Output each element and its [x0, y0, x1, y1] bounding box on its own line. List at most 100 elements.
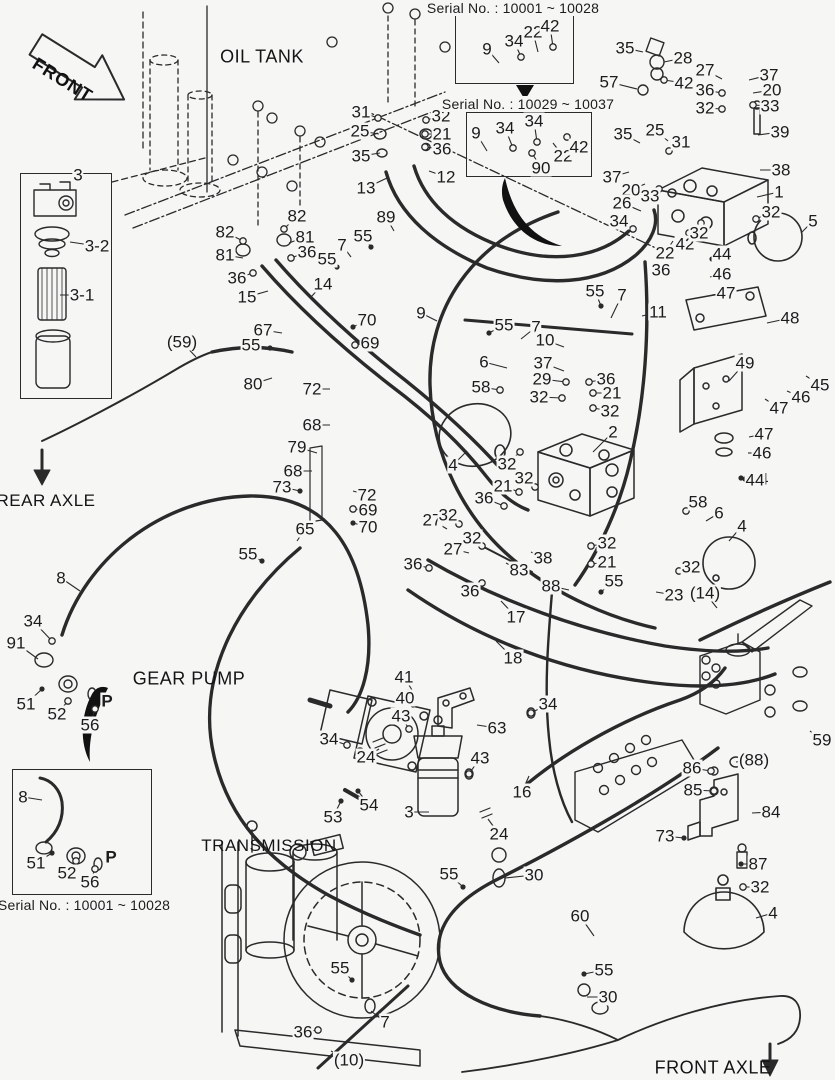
filter-detail-box — [20, 173, 112, 399]
oring-glyph — [421, 130, 429, 138]
bolt-glyph — [681, 835, 687, 841]
callout-23: 23 — [663, 585, 685, 605]
callout-52: 52 — [56, 863, 78, 883]
callout-32: 32 — [496, 454, 518, 474]
callout-47: 47 — [753, 424, 775, 444]
callout-69: 69 — [357, 500, 379, 520]
callout-68: 68 — [282, 461, 304, 481]
callout-63: 63 — [486, 718, 508, 738]
callout-56: 56 — [79, 715, 101, 735]
callout-3: 3 — [403, 802, 415, 822]
oring-glyph — [517, 53, 525, 61]
callout-32: 32 — [760, 202, 782, 222]
oring-glyph — [91, 705, 99, 713]
callout-18: 18 — [502, 648, 524, 668]
callout-14: 14 — [312, 274, 334, 294]
callout-32: 32 — [513, 468, 535, 488]
bolt-glyph — [39, 686, 45, 692]
callout-17: 17 — [505, 607, 527, 627]
callout-26: 26 — [611, 193, 633, 213]
serial-top-box-title: Serial No. : 10001 ~ 10028 — [426, 0, 600, 16]
callout-2: 2 — [607, 422, 619, 442]
callout-82: 82 — [286, 206, 308, 226]
callout-55: 55 — [603, 571, 625, 591]
bolt-glyph — [368, 244, 374, 250]
callout-38: 38 — [770, 160, 792, 180]
callout-65: 65 — [294, 519, 316, 539]
callout-87: 87 — [747, 854, 769, 874]
callout-72: 72 — [301, 379, 323, 399]
callout-70: 70 — [356, 310, 378, 330]
front-axle-arrow-icon — [761, 1042, 779, 1077]
callout-51: 51 — [25, 853, 47, 873]
callout-15: 15 — [236, 287, 258, 307]
oring-glyph — [533, 138, 541, 146]
oring-glyph — [72, 857, 80, 865]
callout-46: 46 — [751, 443, 773, 463]
callout-36: 36 — [296, 242, 318, 262]
oring-glyph — [752, 215, 760, 223]
callout-30: 30 — [523, 865, 545, 885]
bolt-glyph — [460, 884, 466, 890]
callout-35: 35 — [614, 38, 636, 58]
callout-21: 21 — [601, 383, 623, 403]
callout-44: 44 — [711, 244, 733, 264]
oring-glyph — [500, 502, 508, 510]
callout-P: P — [104, 847, 118, 867]
oring-glyph — [589, 389, 597, 397]
callout-58: 58 — [687, 492, 709, 512]
callout-3-1: 3-1 — [68, 285, 96, 305]
oring-glyph — [587, 542, 595, 550]
callout-54: 54 — [358, 795, 380, 815]
callout-25: 25 — [349, 121, 371, 141]
callout-4: 4 — [767, 903, 779, 923]
callout-36: 36 — [226, 268, 248, 288]
area-label-rear-axle: REAR AXLE — [0, 491, 96, 510]
oring-glyph — [422, 116, 430, 124]
oring-glyph — [349, 505, 357, 513]
valve-block-2-art — [537, 433, 635, 517]
callout-84: 84 — [760, 802, 782, 822]
oring-glyph — [239, 237, 247, 245]
callout-42: 42 — [568, 137, 590, 157]
callout-34: 34 — [537, 694, 559, 714]
callout-(10): (10) — [332, 1050, 366, 1070]
callout-57: 57 — [598, 72, 620, 92]
oring-glyph — [314, 1026, 322, 1034]
callout-81: 81 — [294, 227, 316, 247]
callout-8: 8 — [17, 787, 29, 807]
callout-55: 55 — [584, 281, 606, 301]
callout-89: 89 — [375, 207, 397, 227]
callout-8: 8 — [55, 568, 67, 588]
callout-44: 44 — [744, 470, 766, 490]
bolt-glyph — [581, 971, 587, 977]
callout-55: 55 — [493, 315, 515, 335]
callout-37: 37 — [601, 167, 623, 187]
oring-glyph — [465, 770, 473, 778]
oring-glyph — [558, 394, 566, 402]
bolt-glyph — [738, 861, 744, 867]
oring-glyph — [287, 254, 295, 262]
bolt-glyph — [349, 977, 355, 983]
callout-46: 46 — [711, 264, 733, 284]
oring-glyph — [528, 149, 536, 157]
callout-5: 5 — [807, 211, 819, 231]
callout-(59): (59) — [165, 332, 199, 352]
bolt-glyph — [338, 798, 344, 804]
callout-32: 32 — [694, 98, 716, 118]
callout-68: 68 — [301, 415, 323, 435]
callout-72: 72 — [356, 485, 378, 505]
callout-32: 32 — [461, 528, 483, 548]
callout-7: 7 — [379, 1012, 391, 1032]
oring-glyph — [351, 341, 359, 349]
callout-91: 91 — [5, 633, 27, 653]
bolt-glyph — [267, 345, 273, 351]
callout-90: 90 — [530, 158, 552, 178]
oring-glyph — [710, 787, 718, 795]
bolt-glyph — [598, 589, 604, 595]
serial-mid-box-title: Serial No. : 10029 ~ 10037 — [441, 96, 615, 112]
callout-56: 56 — [79, 872, 101, 892]
callout-55: 55 — [438, 864, 460, 884]
callout-24: 24 — [355, 747, 377, 767]
